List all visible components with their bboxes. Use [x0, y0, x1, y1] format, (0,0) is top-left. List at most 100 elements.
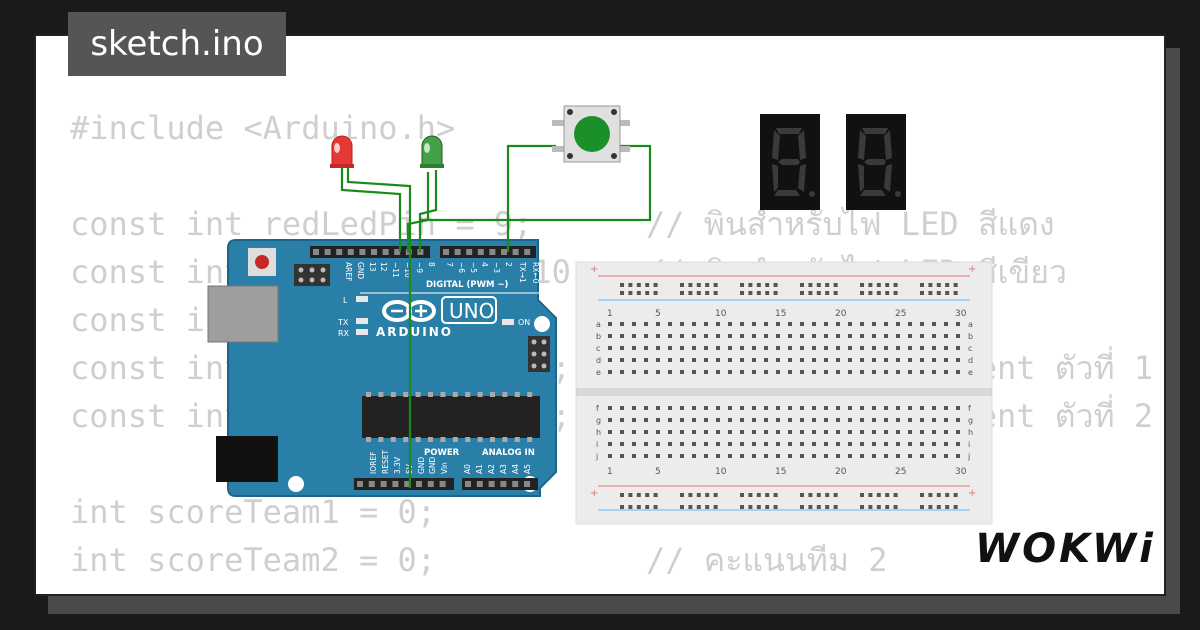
breadboard-row-label: a: [596, 320, 601, 329]
icsp-header-top: [294, 264, 330, 286]
pin-label: ~9: [415, 262, 424, 273]
pin-label: ~3: [492, 262, 501, 273]
wire-red-led: [346, 168, 412, 488]
code-text: int scoreTeam1 = 0;: [70, 493, 437, 531]
pin-label: ~5: [469, 262, 478, 273]
svg-text:+: +: [590, 488, 598, 499]
breadboard-column-label: 25: [895, 309, 906, 319]
breadboard-column-label: 20: [835, 467, 847, 477]
pin-label: GND: [428, 457, 437, 474]
breadboard-row-label: f: [596, 404, 599, 413]
code-text: int scoreTeam2 = 0;: [70, 541, 437, 579]
usb-port: [207, 285, 279, 343]
breadboard-row-label: a: [968, 320, 973, 329]
breadboard-row-label: c: [968, 344, 972, 353]
rx-led-label: RX: [338, 329, 350, 338]
pin-label: GND: [356, 262, 365, 279]
breadboard-row-label: f: [968, 404, 971, 413]
code-comment: // พินสำหรับไฟ LED สีแดง: [646, 205, 1055, 243]
pin-label: A1: [475, 464, 484, 474]
pin-label: 2: [504, 262, 513, 267]
pin-label: ~6: [457, 262, 466, 273]
breadboard-column-label: 1: [607, 467, 613, 477]
analog-label: ANALOG IN: [482, 448, 535, 458]
power-jack: [216, 436, 278, 482]
code-line: int scoreTeam1 = 0;: [70, 488, 590, 536]
breadboard-row-label: j: [595, 452, 598, 461]
l-led-label: L: [343, 296, 348, 305]
breadboard-row-label: g: [968, 416, 973, 425]
pin-label: 12: [379, 262, 388, 272]
wire-green-led-gnd: [406, 172, 430, 252]
breadboard-column-label: 10: [715, 309, 727, 319]
pin-label: A3: [499, 464, 508, 474]
file-tab[interactable]: sketch.ino: [68, 12, 286, 76]
uno-model-label: UNO: [449, 299, 494, 323]
power-label: POWER: [424, 448, 460, 458]
code-text: #include <Arduino.h>: [70, 109, 456, 147]
breadboard-column-label: 5: [655, 309, 661, 319]
red-led[interactable]: [330, 135, 354, 168]
icsp-header-right: [528, 336, 550, 372]
pin-label: A5: [523, 464, 532, 474]
code-line: #include <Arduino.h>: [70, 104, 590, 152]
pin-label: ~10: [403, 262, 412, 278]
digital-header: [310, 246, 536, 258]
code-comment: // คะแนนทีม 2: [646, 541, 888, 579]
tx-led: [356, 318, 368, 324]
breadboard-row-label: c: [596, 344, 600, 353]
breadboard-row-label: j: [967, 452, 970, 461]
on-led-label: ON: [518, 318, 530, 327]
breadboard-row-label: e: [968, 368, 973, 377]
svg-text:+: +: [968, 264, 976, 275]
pin-label: 8: [427, 262, 436, 267]
pin-label: 13: [368, 262, 377, 272]
breadboard-row-label: e: [596, 368, 601, 377]
seven-segment-display-1: [760, 114, 820, 210]
on-led: [502, 319, 514, 325]
pin-label: 4: [480, 262, 489, 267]
breadboard-row-label: i: [596, 440, 598, 449]
pin-label: IOREF: [369, 452, 378, 474]
breadboard-row-label: h: [968, 428, 973, 437]
breadboard-row-label: d: [968, 356, 973, 365]
pin-label: A0: [463, 464, 472, 474]
breadboard-column-label: 20: [835, 309, 847, 319]
rx-led: [356, 329, 368, 335]
breadboard-row-label: g: [596, 416, 601, 425]
wokwi-logo: WOKWi: [975, 526, 1156, 572]
pin-label: AREF: [344, 262, 353, 281]
breadboard-column-label: 30: [955, 309, 967, 319]
digital-label: DIGITAL (PWM ~): [426, 280, 508, 290]
seven-segment-display-2: [846, 114, 906, 210]
breadboard-row-label: h: [596, 428, 601, 437]
tx-led-label: TX: [337, 318, 349, 327]
code-line: int scoreTeam2 = 0; // คะแนนทีม 2: [70, 536, 887, 584]
l-led: [356, 296, 368, 302]
breadboard-column-label: 1: [607, 309, 613, 319]
breadboard-row-label: i: [968, 440, 970, 449]
breadboard-column-label: 30: [955, 467, 967, 477]
pin-label: 7: [445, 262, 454, 267]
breadboard-row-label: d: [596, 356, 601, 365]
green-led[interactable]: [420, 135, 444, 168]
breadboard-column-label: 15: [775, 467, 786, 477]
button-cap[interactable]: [574, 116, 610, 152]
svg-text:+: +: [968, 488, 976, 499]
breadboard-column-label: 15: [775, 309, 786, 319]
atmega-chip: [362, 392, 540, 442]
pin-label: 3.3V: [393, 456, 402, 474]
pin-label: A2: [487, 464, 496, 474]
breadboard-column-label: 5: [655, 467, 661, 477]
pushbutton[interactable]: [552, 105, 630, 163]
wires: [340, 144, 652, 488]
pin-label: TX→1: [518, 261, 527, 283]
pin-label: A4: [511, 464, 520, 474]
wire-button-return: [420, 144, 652, 222]
pin-label: RX←0: [531, 262, 540, 284]
